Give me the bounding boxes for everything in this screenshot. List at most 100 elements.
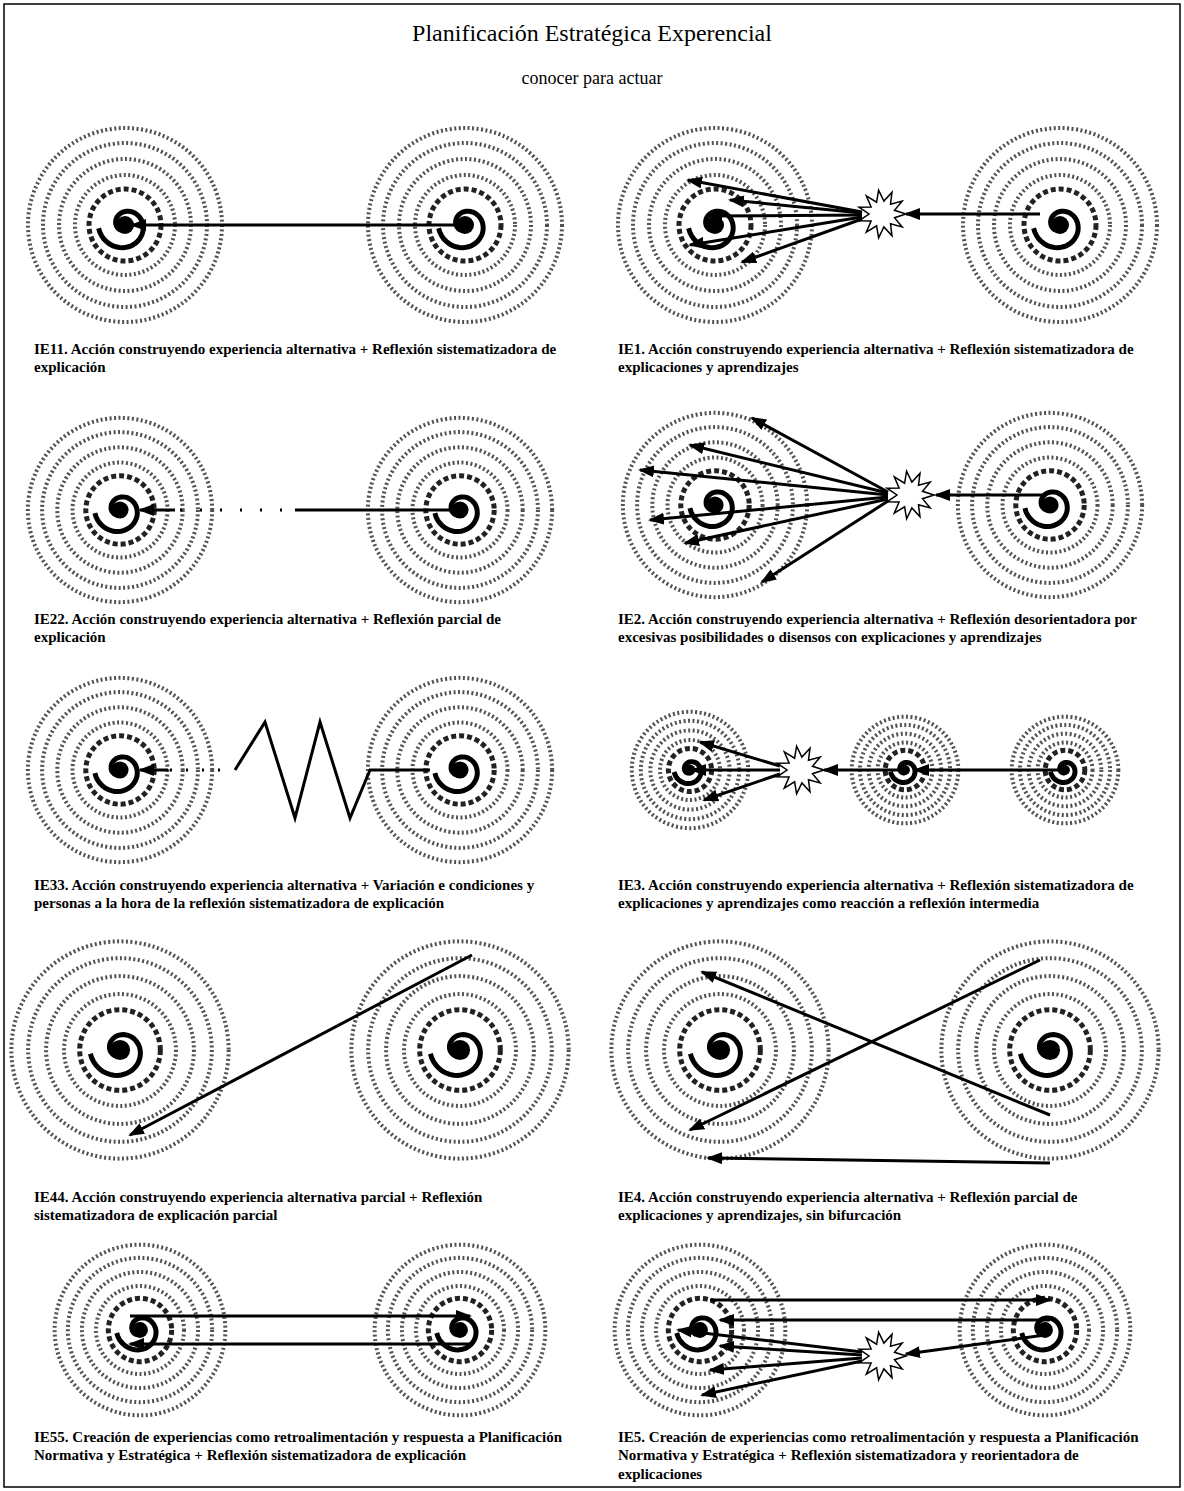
panel-caption: IE2. Acción construyendo experiencia alt… (618, 610, 1158, 647)
dotted-ring (42, 692, 198, 848)
dotted-ring (404, 994, 516, 1106)
spiral-core (435, 497, 477, 532)
dotted-ring (28, 418, 212, 602)
arrow-line (762, 501, 888, 582)
dotted-ring (57, 707, 182, 832)
spiral-core (1020, 1035, 1070, 1076)
dotted-ring (668, 458, 763, 553)
core-dot (110, 1040, 130, 1060)
dotted-ring (633, 143, 797, 307)
dotted-ring (386, 976, 534, 1124)
figures (11, 128, 1158, 1415)
dotted-ring (82, 1272, 198, 1388)
burst-symbol (777, 746, 824, 794)
dotted-ring (973, 1258, 1117, 1402)
arrow-line (936, 494, 1045, 497)
spiral-core (435, 757, 477, 792)
spiral-disc (963, 128, 1157, 322)
arrow-line (702, 972, 1050, 1115)
spiral-core (95, 757, 137, 792)
core-dot (451, 761, 468, 778)
arrow-line (708, 1158, 1050, 1163)
arrow-line (130, 955, 472, 1135)
spiral-core (95, 497, 137, 532)
inner-ring (426, 736, 494, 804)
dotted-ring (618, 128, 812, 322)
dotted-ring (987, 442, 1112, 567)
inner-ring (1016, 471, 1084, 539)
arrow-line (708, 215, 862, 216)
arrow-line (720, 1319, 1050, 1322)
arrow-line (140, 509, 175, 512)
panel-caption: IE3. Acción construyendo experiencia alt… (618, 876, 1158, 913)
arrow-line (132, 224, 465, 227)
inner-ring (80, 1010, 161, 1091)
dotted-ring (11, 941, 228, 1158)
spiral-core (891, 762, 916, 782)
dotted-ring (351, 941, 568, 1158)
panel-caption: IE5. Creación de experiencias como retro… (618, 1428, 1158, 1483)
dotted-ring (73, 723, 168, 818)
spiral-disc (941, 941, 1158, 1158)
spiral-disc (375, 1245, 546, 1416)
arrow-line (692, 769, 780, 772)
dotted-ring (664, 994, 776, 1106)
spiral-disc (958, 413, 1142, 597)
page-frame (4, 4, 1180, 1487)
dotted-ring (649, 159, 781, 291)
dotted-ring (28, 678, 212, 862)
plain-line (170, 769, 225, 772)
arrow-line (824, 769, 905, 772)
arrow-line (688, 180, 862, 212)
arrow-line (130, 1315, 470, 1318)
arrow-line (742, 219, 862, 262)
arrow-line (730, 200, 862, 213)
subtitle: conocer para actuar (0, 68, 1184, 89)
spiral-disc (11, 941, 228, 1158)
dotted-ring (375, 1245, 546, 1416)
arrow-line (906, 1335, 1045, 1354)
dotted-ring (1010, 175, 1110, 275)
inner-ring (420, 1010, 501, 1091)
inner-ring (108, 1298, 171, 1361)
core-dot (1040, 1040, 1060, 1060)
arrow-line (140, 769, 168, 772)
core-dot (116, 216, 134, 234)
spiral-core (1022, 1318, 1061, 1350)
dotted-ring (994, 994, 1106, 1106)
spiral-disc (351, 941, 568, 1158)
dotted-ring (941, 941, 1158, 1158)
spiral-disc (55, 1245, 226, 1416)
spiral-disc (611, 941, 828, 1158)
dotted-ring (68, 1258, 212, 1402)
core-dot (692, 1322, 708, 1338)
panel-caption: IE1. Acción construyendo experiencia alt… (618, 340, 1158, 377)
arrow-line (650, 497, 888, 520)
panel-caption: IE11. Acción construyendo experiencia al… (34, 340, 574, 377)
core-dot (1051, 216, 1069, 234)
dotted-ring (1003, 458, 1098, 553)
dotted-ring (28, 958, 212, 1142)
arrow-line (710, 1358, 862, 1370)
arrow-line (906, 213, 1040, 216)
spiral-core (430, 1035, 480, 1076)
spiral-core (90, 1035, 140, 1076)
burst-symbol (859, 190, 906, 238)
core-dot (1041, 496, 1058, 513)
core-dot (710, 1040, 730, 1060)
arrow-line (690, 217, 862, 245)
spiral-core (1034, 211, 1079, 248)
dotted-ring (611, 941, 828, 1158)
inner-ring (428, 1298, 491, 1361)
dotted-ring (416, 1286, 504, 1374)
inner-ring (1024, 189, 1096, 261)
arrow-line (915, 769, 1065, 772)
arrow-line (720, 1346, 862, 1355)
spiral-disc (618, 128, 812, 322)
arrow-line (704, 774, 780, 800)
inner-ring (1010, 1010, 1091, 1091)
plain-line (295, 509, 460, 512)
burst-symbol (887, 471, 934, 519)
zigzag-line (235, 722, 430, 818)
panel-caption: IE33. Acción construyendo experiencia al… (34, 876, 574, 913)
